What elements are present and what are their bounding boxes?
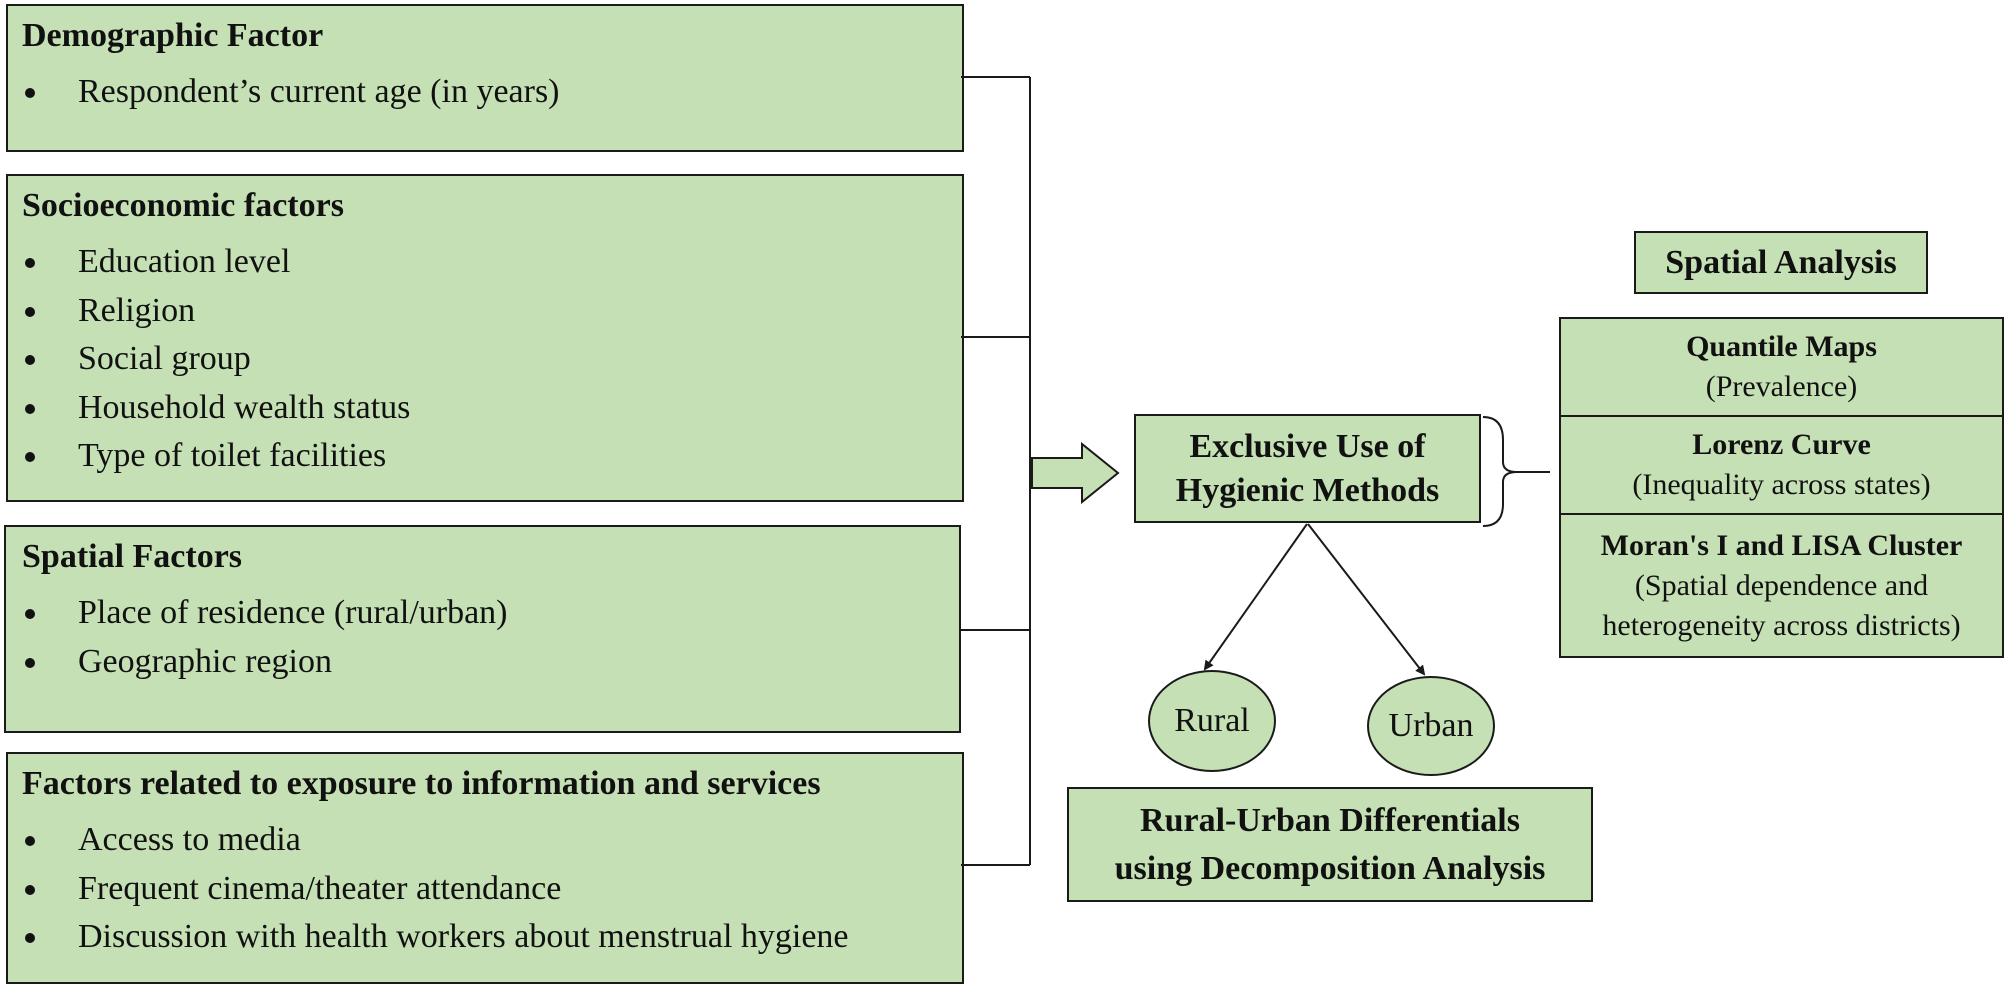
list-item: Frequent cinema/theater attendance (22, 865, 962, 914)
spatial-factors-box: Spatial Factors Place of residence (rura… (4, 525, 961, 733)
list-item: Type of toilet facilities (22, 432, 962, 481)
factor-title: Factors related to exposure to informati… (22, 765, 821, 802)
arrow-to-urban (1307, 523, 1426, 676)
arrow-to-rural (1203, 523, 1308, 671)
list-item: Religion (22, 287, 962, 336)
spatial-analysis-title: Spatial Analysis (1634, 231, 1928, 294)
factor-list: Access to media Frequent cinema/theater … (22, 816, 962, 962)
list-item: Geographic region (22, 638, 959, 687)
block-arrow (1031, 441, 1120, 505)
urban-label: Urban (1388, 707, 1474, 744)
decomposition-line-2: using Decomposition Analysis (1114, 849, 1546, 887)
method-divider (1561, 513, 2002, 515)
spatial-methods-box: Quantile Maps (Prevalence) Lorenz Curve … (1559, 317, 2004, 658)
factor-title: Demographic Factor (22, 17, 324, 54)
outcome-box: Exclusive Use of Hygienic Methods (1134, 414, 1481, 523)
method-title: Quantile Maps (1686, 330, 1877, 363)
morans-i-lisa-cell: Moran's I and LISA Cluster (Spatial depe… (1561, 515, 2002, 656)
list-item: Social group (22, 335, 962, 384)
method-divider (1561, 415, 2002, 417)
lorenz-curve-cell: Lorenz Curve (Inequality across states) (1561, 417, 2002, 513)
factor-list: Respondent’s current age (in years) (22, 68, 962, 117)
outcome-line-1: Exclusive Use of (1189, 427, 1426, 465)
outcome-line-2: Hygienic Methods (1175, 471, 1440, 509)
method-desc: (Prevalence) (1705, 370, 1858, 403)
decomposition-line-1: Rural-Urban Differentials (1140, 801, 1520, 839)
method-desc: (Inequality across states) (1632, 468, 1931, 501)
method-title: Lorenz Curve (1692, 428, 1871, 461)
list-item: Access to media (22, 816, 962, 865)
list-item: Respondent’s current age (in years) (22, 68, 962, 117)
list-item: Education level (22, 238, 962, 287)
method-desc: (Spatial dependence and (1634, 568, 1929, 602)
urban-oval: Urban (1367, 676, 1495, 776)
rural-label: Rural (1174, 702, 1250, 739)
list-item: Discussion with health workers about men… (22, 913, 962, 962)
method-desc: heterogeneity across districts) (1602, 608, 1961, 642)
factor-list: Education level Religion Social group Ho… (22, 238, 962, 481)
curly-brace (1482, 416, 1550, 527)
quantile-maps-cell: Quantile Maps (Prevalence) (1561, 319, 2002, 415)
information-services-factors-box: Factors related to exposure to informati… (6, 752, 964, 984)
factor-title: Spatial Factors (22, 538, 243, 575)
list-item: Place of residence (rural/urban) (22, 589, 959, 638)
list-item: Household wealth status (22, 384, 962, 433)
decomposition-box: Rural-Urban Differentials using Decompos… (1067, 787, 1593, 902)
demographic-factor-box: Demographic Factor Respondent’s current … (6, 4, 964, 152)
socioeconomic-factors-box: Socioeconomic factors Education level Re… (6, 174, 964, 502)
factor-list: Place of residence (rural/urban) Geograp… (22, 589, 959, 686)
method-title: Moran's I and LISA Cluster (1600, 528, 1963, 562)
rural-oval: Rural (1148, 670, 1276, 772)
factor-title: Socioeconomic factors (22, 187, 344, 224)
spatial-analysis-title-text: Spatial Analysis (1665, 243, 1897, 281)
